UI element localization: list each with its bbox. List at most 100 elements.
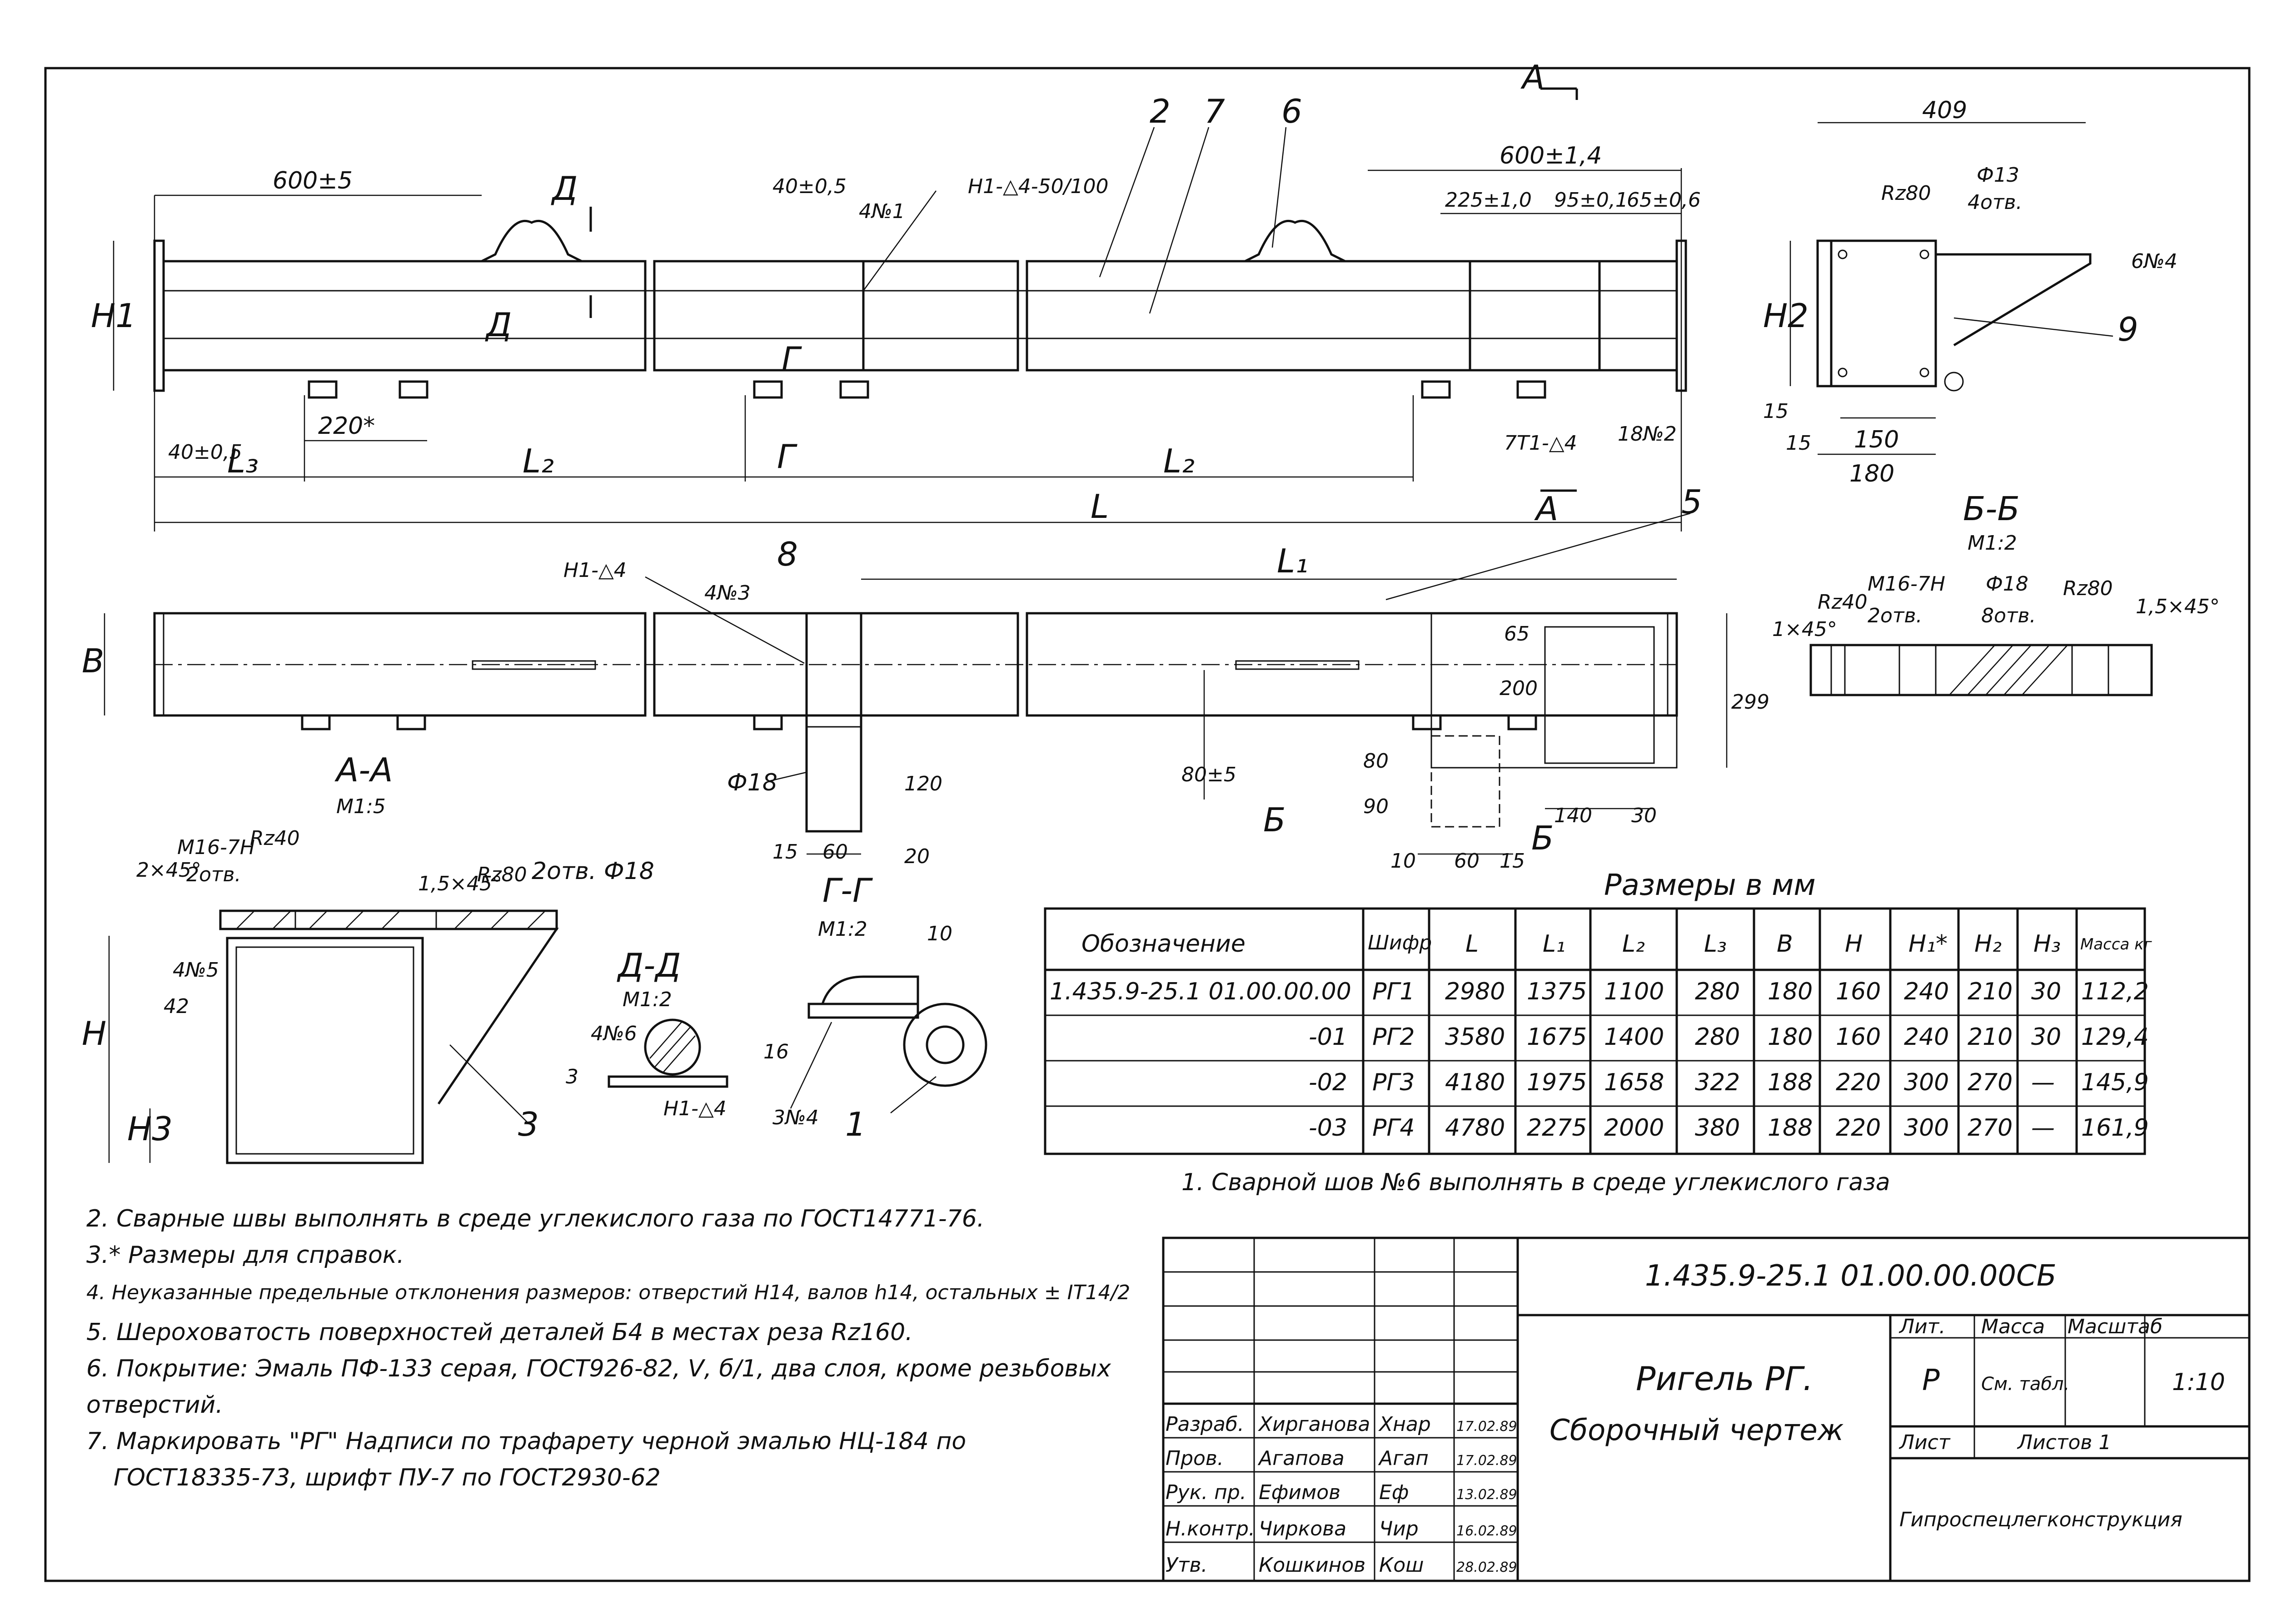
scale-value: 1:10 [2172,1369,2225,1396]
mass-value: См. табл. [1981,1374,2069,1395]
pos-9: 9 [2118,310,2138,348]
cell: — [2031,1114,2055,1142]
dim-95: 95±0,1 [1554,189,1628,212]
weld-h1-plan-num: 4№3 [704,581,751,605]
section-bb [1809,644,2153,696]
dim-120: 120 [904,772,942,795]
dim-phi18: Ф18 [727,769,777,796]
table-row-1: 1.435.9-25.1 01.00.00.00 РГ1 2980 1375 1… [1050,978,2149,1005]
dim-L: L [1091,487,1109,526]
note-7b: ГОСТ18335-73, шрифт ПУ-7 по ГОСТ2930-62 [114,1464,661,1491]
table-header-row: Обозначение Шифр L L₁ L₂ L₃ В H H₁* H₂ H… [1081,930,2152,958]
dim-409: 409 [1922,97,1967,124]
note-1: 1. Сварной шов №6 выполнять в среде угле… [1181,1169,1890,1196]
cell: 160 [1836,978,1881,1005]
aa-H: H [82,1014,106,1053]
weld-h1-num: 4№1 [859,200,905,223]
dim-80b: 80 [1363,750,1389,773]
labels: 600±5 40±0,5 Н1-△4-50/100 4№1 600±1,4 22… [82,58,2220,1148]
note-4: 4. Неуказанные предельные отклонения раз… [86,1281,1130,1304]
aa-H3: H3 [127,1110,173,1148]
bb-phi18-holes: 8отв. [1981,604,2036,627]
aa-m16-holes: 2отв. [186,863,241,886]
mass-label: Масса [1981,1315,2045,1338]
cell: 112,2 [2081,978,2149,1005]
cell: 240 [1904,1023,1949,1051]
signature: Хнар [1378,1413,1431,1436]
cell: 380 [1695,1114,1740,1142]
pos-5: 5 [1681,483,1702,521]
th-code: Шифр [1368,931,1432,954]
section-bb-scale: М1:2 [1968,531,2017,555]
cell: 220 [1836,1114,1881,1142]
aa-holes: 2отв. Ф18 [532,858,654,885]
cell: 161,9 [2081,1114,2149,1142]
dim-40: 40±0,5 [772,175,847,198]
bb-m16-holes: 2отв. [1868,604,1922,627]
dimensions-table [1044,907,2146,1155]
cell: РГ4 [1372,1114,1415,1142]
section-dd-title: Д-Д [617,946,681,984]
cell: 30 [2031,1023,2061,1051]
th-L3: L₃ [1704,930,1727,958]
cell: 1675 [1527,1023,1587,1051]
bb-phi18: Ф18 [1986,572,2028,596]
aa-42: 42 [164,995,189,1018]
dim-60: 60 [822,840,848,864]
lit-label: Лит. [1898,1315,1945,1338]
dim-90: 90 [1363,795,1389,818]
section-gg [790,975,987,1113]
dim-30: 30 [1631,804,1657,827]
cell: 1975 [1527,1069,1587,1096]
doc-number: 1.435.9-25.1 01.00.00.00СБ [1645,1259,2057,1293]
dd-weld6: 4№6 [591,1022,637,1045]
dim-40b: 40±0,5 [168,441,242,464]
bb-rz40: Rz40 [1818,591,1868,614]
dim-150: 150 [1854,426,1899,453]
th-L1: L₁ [1543,930,1565,958]
title-block-text: 1.435.9-25.1 01.00.00.00СБ Ригель РГ. Сб… [1166,1259,2225,1577]
signature: Еф [1379,1481,1409,1504]
gg-10: 10 [927,922,952,945]
dim-L1: L₁ [1277,542,1308,580]
cell: 3580 [1445,1023,1505,1051]
dim-L3: L₃ [227,442,259,480]
date: 17.02.89 [1456,1453,1517,1469]
dim-10: 10 [1390,849,1416,873]
title-block [1162,1237,2251,1582]
role: Н.контр. [1166,1517,1255,1540]
th-H3: H₃ [2033,930,2061,958]
section-dd-scale: М1:2 [623,988,672,1011]
pos-8: 8 [777,535,798,573]
th-L2: L₂ [1622,930,1645,958]
cell: 280 [1695,978,1740,1005]
name: Хирганова [1258,1413,1370,1436]
rz80-side: Rz80 [1881,182,1931,205]
section-gg-scale: М1:2 [818,918,867,941]
cell: РГ2 [1372,1023,1415,1051]
cut-b-right: Б [1531,819,1554,857]
cell: 188 [1768,1114,1813,1142]
th-B: В [1777,930,1793,958]
role: Утв. [1166,1554,1207,1577]
cell: 210 [1968,1023,2013,1051]
date: 13.02.89 [1456,1487,1517,1503]
section-aa [108,909,559,1164]
signature: Чир [1379,1517,1419,1540]
lit-value: Р [1922,1364,1940,1397]
aa-chamfer2: 1,5×45° [418,872,502,895]
cell: 300 [1904,1069,1949,1096]
scale-label: Масштаб [2068,1315,2162,1338]
dim-60b: 60 [1454,849,1480,873]
cut-d-top: Д [551,169,578,208]
note-6: 6. Покрытие: Эмаль ПФ-133 серая, ГОСТ926… [86,1355,1111,1382]
dd-3: 3 [566,1065,578,1088]
note-2: 2. Сварные швы выполнять в среде углекис… [86,1205,984,1232]
notes: 1. Сварной шов №6 выполнять в среде угле… [86,1169,1890,1491]
cell: 4180 [1445,1069,1505,1096]
table-row-4: -03 РГ4 4780 2275 2000 380 188 220 300 2… [1309,1114,2149,1142]
dim-600: 600±5 [273,167,353,194]
dim-H1: H1 [91,297,136,335]
note-5: 5. Шероховатость поверхностей деталей Б4… [86,1319,913,1346]
cell: -02 [1309,1069,1347,1096]
